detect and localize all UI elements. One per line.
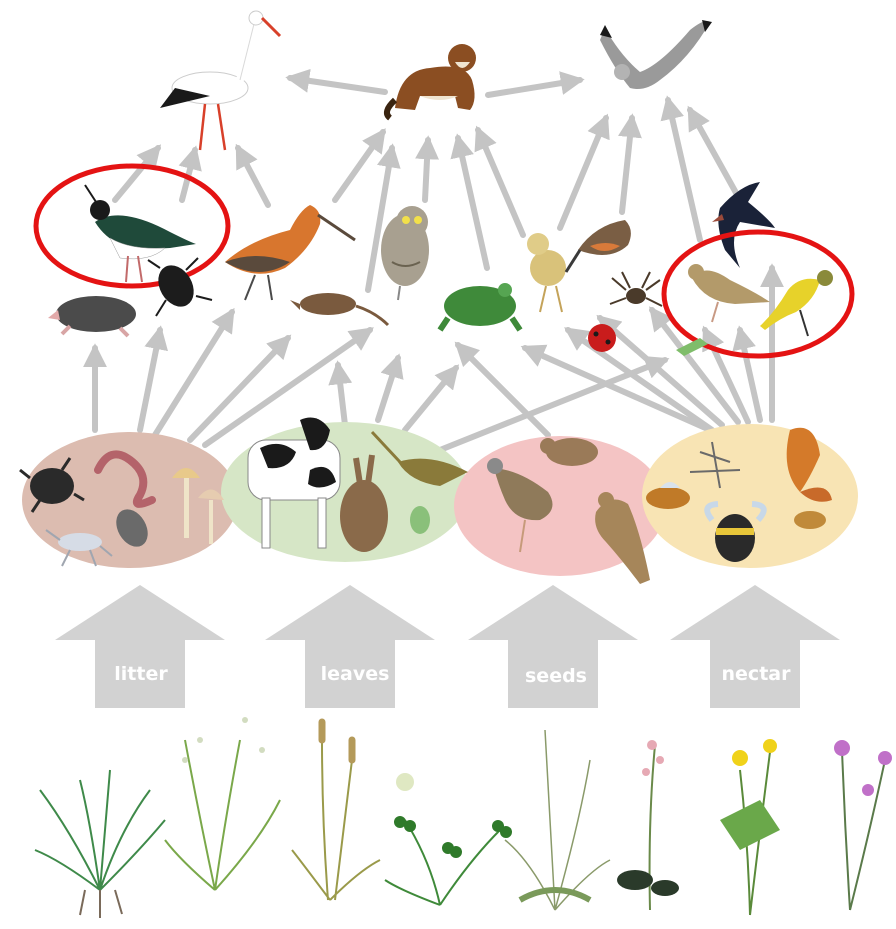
ragged-robin	[834, 740, 892, 910]
arrow	[338, 365, 345, 425]
resource-arrow-leaves: leaves	[265, 585, 435, 708]
resource-arrow-litter: litter	[55, 585, 225, 708]
foxtail	[292, 722, 380, 900]
resource-arrow-nectar: nectar	[670, 585, 840, 708]
feeding-arrows	[95, 78, 772, 450]
arrow	[378, 358, 398, 420]
arrow	[488, 80, 580, 95]
arrow	[115, 148, 158, 200]
frog	[440, 283, 520, 330]
arrow	[458, 138, 487, 268]
pipit-wagtail-highlight	[664, 232, 852, 356]
resource-arrow-seeds: seeds	[468, 585, 638, 708]
grass-tuft	[35, 770, 165, 918]
arrow	[335, 132, 383, 200]
white-stork	[160, 11, 280, 150]
arrow	[405, 368, 456, 430]
meadow-grass	[165, 717, 280, 890]
sorrel	[617, 740, 679, 910]
arrow	[560, 118, 606, 228]
hoverfly	[794, 511, 826, 529]
meadow-pipit	[688, 264, 770, 322]
weasel	[387, 44, 476, 118]
clover	[385, 773, 512, 905]
arrow	[690, 110, 740, 200]
shepherds-purse	[505, 730, 610, 910]
arrow	[155, 312, 232, 435]
chick	[527, 233, 566, 312]
shrew	[290, 293, 388, 325]
arrow	[140, 330, 160, 430]
resource-label-seeds: seeds	[525, 665, 587, 687]
barn-swallow	[712, 182, 775, 268]
ladybird	[588, 324, 616, 352]
spider	[610, 272, 662, 306]
little-owl	[381, 206, 429, 300]
resource-label-nectar: nectar	[722, 663, 792, 685]
mole	[48, 296, 136, 336]
arrow	[238, 148, 268, 205]
buttercup	[720, 739, 780, 915]
resource-label-litter: litter	[114, 663, 168, 685]
arrow	[622, 118, 632, 212]
black-tailed-godwit	[225, 205, 355, 300]
aphid	[410, 506, 430, 534]
arrow	[458, 345, 548, 435]
resource-label-leaves: leaves	[321, 663, 390, 685]
whinchat	[566, 220, 631, 272]
arrow	[478, 130, 523, 235]
arrow	[425, 140, 428, 200]
hen-harrier	[600, 20, 712, 89]
arrow	[290, 78, 385, 92]
